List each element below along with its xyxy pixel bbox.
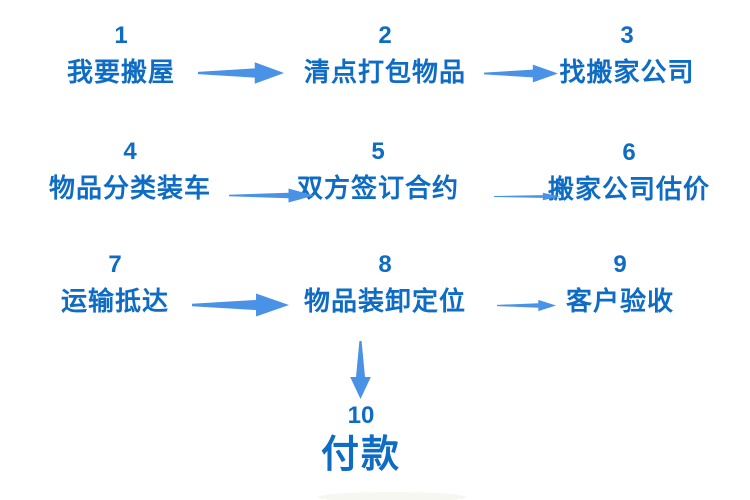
step-label: 物品装卸定位 <box>303 286 467 316</box>
bottom-crop-artifact <box>318 492 466 500</box>
step-number: 1 <box>114 22 128 49</box>
step-number: 3 <box>620 22 634 49</box>
arrow-step5-to-step6-icon <box>494 192 560 201</box>
arrow-step1-to-step2-icon <box>198 62 284 84</box>
step-6: 6 搬家公司估价 <box>548 141 710 204</box>
step-number: 9 <box>613 251 627 278</box>
step-label: 运输抵达 <box>60 286 170 316</box>
step-number: 4 <box>123 138 137 165</box>
arrow-step8-to-step10-icon <box>350 341 371 399</box>
step-number: 8 <box>378 251 392 278</box>
arrow-step7-to-step8-icon <box>192 293 289 317</box>
step-number: 5 <box>371 138 385 165</box>
step-label: 找搬家公司 <box>559 57 695 87</box>
step-3: 3 找搬家公司 <box>559 24 694 87</box>
step-8: 8 物品装卸定位 <box>304 253 466 316</box>
step-number: 6 <box>622 139 636 166</box>
step-4: 4 物品分类装车 <box>49 140 211 203</box>
arrow-step8-to-step9-icon <box>497 299 556 312</box>
step-5: 5 双方签订合约 <box>297 140 459 203</box>
step-label: 客户验收 <box>565 286 675 316</box>
step-label: 我要搬屋 <box>66 57 176 87</box>
step-2: 2 清点打包物品 <box>304 24 466 87</box>
step-label: 物品分类装车 <box>48 173 212 203</box>
step-10: 10 付款 <box>321 404 401 477</box>
arrow-step2-to-step3-icon <box>484 64 558 83</box>
step-label: 搬家公司估价 <box>547 174 711 204</box>
step-1: 1 我要搬屋 <box>67 24 175 87</box>
step-7: 7 运输抵达 <box>61 253 169 316</box>
step-label: 双方签订合约 <box>296 173 460 203</box>
step-label: 付款 <box>320 434 402 476</box>
step-number: 10 <box>347 402 375 429</box>
step-number: 2 <box>378 22 392 49</box>
step-9: 9 客户验收 <box>566 253 674 316</box>
step-number: 7 <box>108 251 122 278</box>
step-label: 清点打包物品 <box>303 57 467 87</box>
arrow-step4-to-step5-icon <box>229 188 314 203</box>
